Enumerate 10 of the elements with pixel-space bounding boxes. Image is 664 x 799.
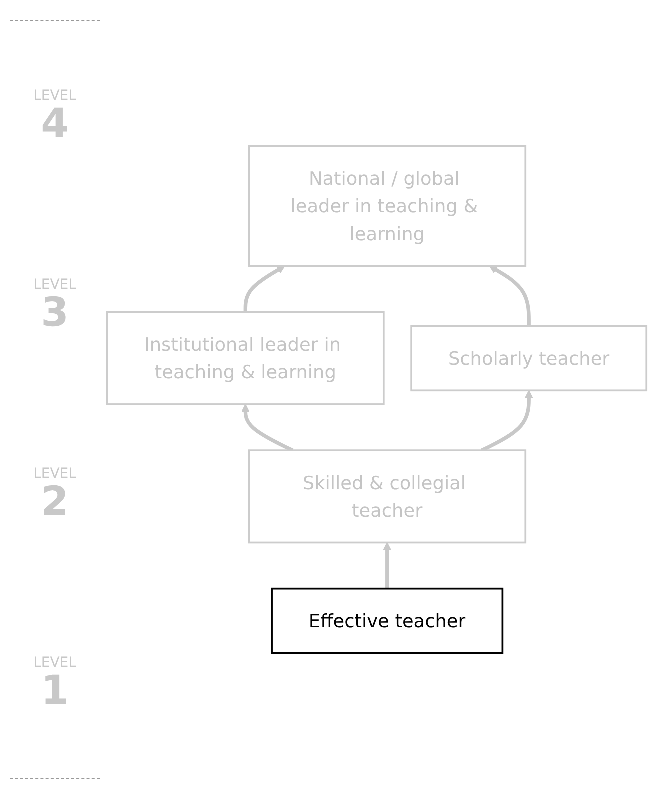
node-box: Skilled & collegial teacher xyxy=(248,449,527,544)
arrow xyxy=(489,265,531,326)
arrow xyxy=(244,265,286,312)
node-box: National / global leader in teaching & learning xyxy=(248,145,527,267)
arrow xyxy=(383,542,392,588)
arrow xyxy=(242,404,294,452)
node-box: Scholarly teacher xyxy=(410,324,648,392)
node-box: Effective teacher xyxy=(271,588,504,654)
node-box: Institutional leader in teaching & learning xyxy=(106,311,385,406)
arrow xyxy=(481,390,534,452)
